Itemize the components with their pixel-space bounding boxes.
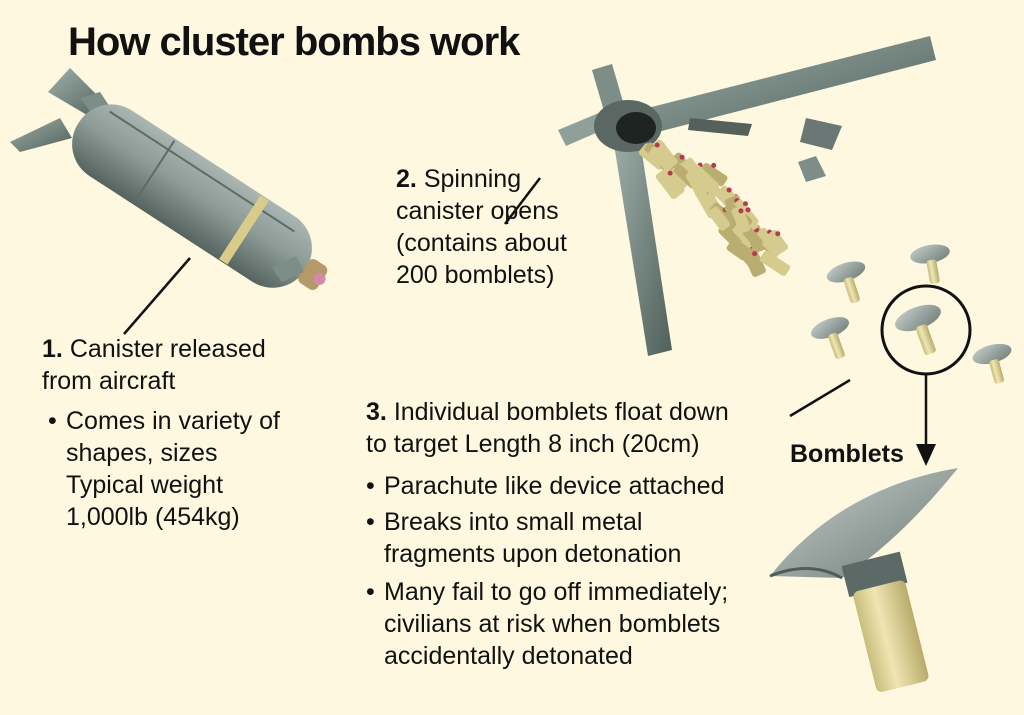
bullet-marker: •	[48, 407, 57, 435]
step2-number: 2.	[396, 165, 417, 193]
cluster-bomblet-fuse	[775, 231, 781, 237]
canister-body	[72, 104, 312, 288]
cluster-bomblet	[767, 229, 789, 254]
cluster-bomblet-fuse	[667, 170, 673, 176]
leader-line-step3	[789, 378, 851, 418]
step3-bullet-line: civilians at risk when bomblets	[384, 610, 721, 638]
cluster-bomblet	[759, 250, 791, 276]
step3-heading: 3. Individual bomblets float down to tar…	[366, 396, 729, 460]
step3-bullet-line: Many fail to go off immediately;	[384, 578, 729, 606]
canister-fin-left	[10, 118, 72, 152]
step1-bullet-line: 1,000lb (454kg)	[66, 503, 240, 531]
page-title: How cluster bombs work	[68, 20, 520, 64]
step3-number: 3.	[366, 398, 387, 426]
step3-bullet: • Many fail to go off immediately; civil…	[366, 576, 729, 672]
step1-heading-line1: Canister released	[69, 335, 266, 363]
rotor-fin-lower	[612, 132, 672, 356]
cluster-bomblet	[647, 146, 676, 171]
step2-line: canister opens	[396, 197, 559, 225]
cluster-bomblet-fuse	[654, 142, 660, 148]
bullet-marker: •	[366, 472, 375, 500]
step2-line: (contains about	[396, 229, 567, 257]
cluster-bomblet	[742, 227, 763, 248]
bullet-marker: •	[366, 578, 375, 606]
cluster-bomblet-fuse	[679, 154, 685, 160]
cluster-bomblet	[688, 164, 720, 195]
cluster-bomblet	[708, 206, 731, 231]
step1-heading: 1. Canister released from aircraft	[42, 333, 266, 397]
canister-illustration	[10, 68, 328, 290]
cluster-bomblet	[731, 206, 751, 234]
step1-bullet: • Comes in variety of shapes, sizes Typi…	[48, 405, 280, 533]
step3-heading-line1: Individual bomblets float down	[393, 398, 729, 426]
step2-line: Spinning	[423, 165, 522, 193]
bullet-marker: •	[366, 508, 375, 536]
cluster-bomblet-fuse	[745, 207, 751, 213]
bomblet-parachute	[770, 468, 958, 578]
step3-bullet-line: Breaks into small metal	[384, 508, 643, 536]
step3-heading-line2: to target Length 8 inch (20cm)	[366, 430, 700, 458]
bomblet-cluster	[638, 139, 791, 277]
step2-line: 200 bomblets)	[396, 261, 555, 289]
step1-heading-line2: from aircraft	[42, 367, 176, 395]
cluster-bomblet-fuse	[738, 208, 744, 214]
cluster-bomblet	[743, 248, 766, 277]
step2-text: 2. Spinning canister opens (contains abo…	[396, 163, 567, 291]
step3-bullet-line: fragments upon detonation	[384, 540, 682, 568]
step1-bullet-line: Typical weight	[66, 471, 224, 499]
cluster-bomblet-fuse	[742, 201, 748, 207]
spinning-canister-illustration	[558, 36, 936, 356]
step3-bullet-line: Parachute like device attached	[384, 472, 725, 500]
cluster-bomblet-fuse	[711, 162, 717, 168]
magnifier-arrow-head	[916, 444, 936, 466]
step1-number: 1.	[42, 335, 63, 363]
step3-bullet-line: accidentally detonated	[384, 642, 633, 670]
step1-bullet-line: Comes in variety of	[66, 407, 280, 435]
leader-line-step2	[504, 177, 541, 225]
rotor-fin-upper	[632, 36, 936, 134]
step3-bullet: • Parachute like device attached	[366, 470, 725, 502]
bomblets-label: Bomblets	[790, 440, 904, 468]
cluster-bomblet	[726, 238, 751, 261]
cluster-bomblet-fuse	[752, 251, 758, 257]
cluster-bomblet	[699, 163, 728, 187]
bomblet-closeup	[769, 468, 958, 692]
floating-bomblets	[810, 244, 1012, 384]
cluster-bomblet	[655, 167, 685, 200]
step1-bullet-line: shapes, sizes	[66, 439, 218, 467]
cluster-bomblet-fuse	[726, 187, 732, 193]
cluster-bomblet	[731, 222, 754, 250]
step3-bullet: • Breaks into small metal fragments upon…	[366, 506, 682, 570]
bomblet-body	[853, 580, 929, 692]
cluster-bomblet	[685, 170, 709, 201]
leader-line-step1	[123, 257, 191, 335]
